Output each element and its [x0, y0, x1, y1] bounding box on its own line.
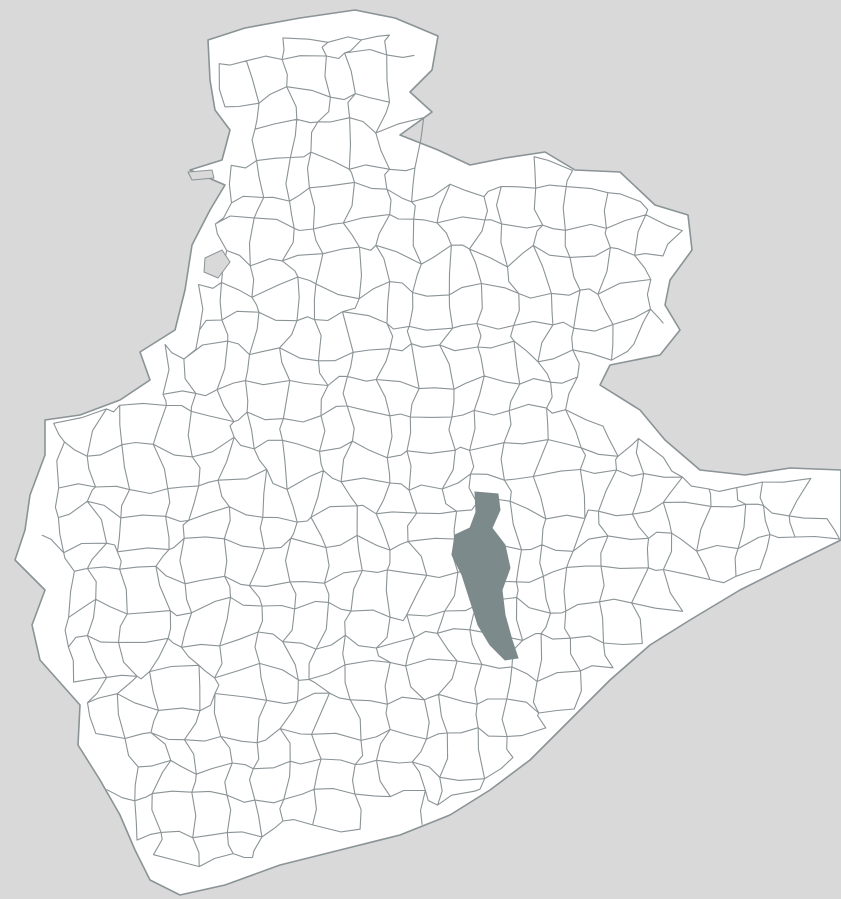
highlighted-municipality	[451, 491, 519, 661]
reservoir	[187, 169, 215, 181]
municipal-boundaries	[41, 34, 841, 868]
reservoir	[203, 249, 231, 279]
province-outline	[14, 9, 841, 896]
boundary-lines	[41, 34, 841, 868]
